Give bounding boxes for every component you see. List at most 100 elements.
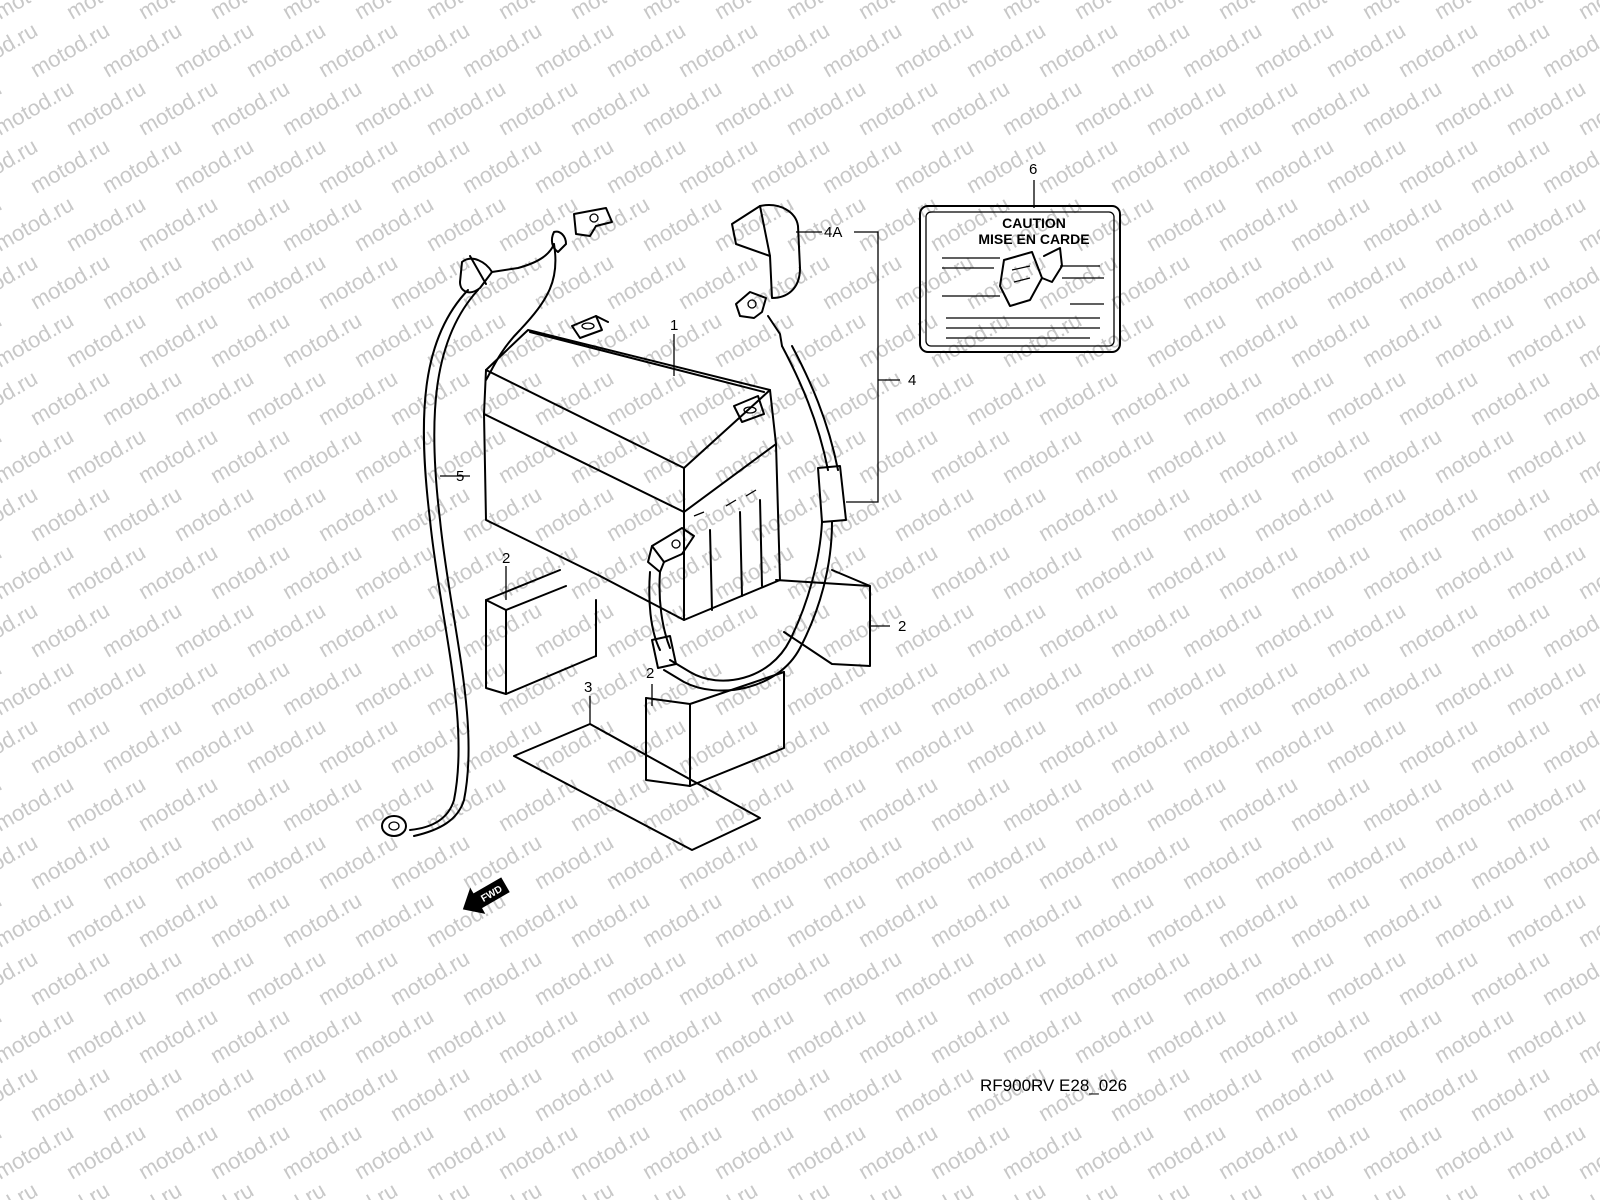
watermark-text: motod.ru (1538, 945, 1600, 1010)
watermark-text: motod.ru (422, 539, 510, 604)
watermark-text: motod.ru (890, 133, 978, 198)
watermark-text: motod.ru (350, 539, 438, 604)
watermark-text: motod.ru (242, 829, 330, 894)
watermark-text: motod.ru (1034, 829, 1122, 894)
watermark-text: motod.ru (998, 423, 1086, 488)
callout-terminal-cover: 4A (824, 224, 842, 241)
watermark-text: motod.ru (926, 75, 1014, 140)
watermark-text: motod.ru (422, 771, 510, 836)
watermark-text: motod.ru (890, 713, 978, 778)
watermark-text: motod.ru (62, 75, 150, 140)
watermark-text: motod.ru (638, 887, 726, 952)
watermark-text: motod.ru (1466, 597, 1554, 662)
watermark-text: motod.ru (1178, 597, 1266, 662)
watermark-text: motod.ru (206, 423, 294, 488)
watermark-text: motod.ru (602, 133, 690, 198)
watermark-text: motod.ru (530, 481, 618, 546)
watermark-text: motod.ru (98, 597, 186, 662)
watermark-text: motod.ru (854, 1003, 942, 1068)
watermark-text: motod.ru (242, 1061, 330, 1126)
watermark-text: motod.ru (314, 17, 402, 82)
watermark-text: motod.ru (458, 713, 546, 778)
watermark-text: motod.ru (1466, 17, 1554, 82)
watermark-text: motod.ru (1394, 1061, 1482, 1126)
watermark-text: motod.ru (458, 945, 546, 1010)
watermark-text: motod.ru (818, 133, 906, 198)
watermark-text: motod.ru (530, 17, 618, 82)
watermark-text: motod.ru (1322, 365, 1410, 430)
watermark-text: motod.ru (746, 829, 834, 894)
watermark-text: motod.ru (1106, 945, 1194, 1010)
watermark-text: motod.ru (998, 307, 1086, 372)
watermark-text: motod.ru (1394, 945, 1482, 1010)
watermark-text: motod.ru (26, 945, 114, 1010)
tray-drawing (513, 723, 761, 851)
watermark-text: motod.ru (134, 655, 222, 720)
watermark-text: motod.ru (98, 713, 186, 778)
watermark-text: motod.ru (854, 75, 942, 140)
callout-spacer-right: 2 (898, 618, 906, 635)
watermark-text: motod.ru (530, 829, 618, 894)
watermark-text: motod.ru (1142, 1003, 1230, 1068)
watermark-text: motod.ru (1214, 75, 1302, 140)
watermark-text: motod.ru (98, 481, 186, 546)
watermark-text: motod.ru (1502, 771, 1590, 836)
watermark-text: motod.ru (98, 829, 186, 894)
watermark-text: motod.ru (1322, 713, 1410, 778)
watermark-text: motod.ru (206, 1003, 294, 1068)
watermark-text: motod.ru (1250, 249, 1338, 314)
watermark-text: motod.ru (26, 481, 114, 546)
watermark-text: motod.ru (926, 423, 1014, 488)
watermark-text: motod.ru (278, 191, 366, 256)
watermark-text: motod.ru (98, 17, 186, 82)
watermark-text: motod.ru (26, 1061, 114, 1126)
watermark-text: motod.ru (1286, 539, 1374, 604)
watermark-text: motod.ru (1106, 17, 1194, 82)
watermark-text: motod.ru (278, 539, 366, 604)
watermark-text: motod.ru (1178, 945, 1266, 1010)
watermark-text: motod.ru (1286, 191, 1374, 256)
watermark-text: motod.ru (782, 307, 870, 372)
watermark-text: motod.ru (1394, 829, 1482, 894)
watermark-text: motod.ru (1250, 481, 1338, 546)
watermark-text: motod.ru (98, 365, 186, 430)
watermark-text: motod.ru (962, 829, 1050, 894)
watermark-text: motod.ru (422, 191, 510, 256)
watermark-text: motod.ru (26, 17, 114, 82)
watermark-text: motod.ru (242, 17, 330, 82)
watermark-text: motod.ru (1358, 1119, 1446, 1184)
watermark-text: motod.ru (26, 249, 114, 314)
watermark-text: motod.ru (206, 307, 294, 372)
watermark-text: motod.ru (638, 75, 726, 140)
watermark-text: motod.ru (1070, 423, 1158, 488)
watermark-text: motod.ru (1358, 887, 1446, 952)
watermark-text: motod.ru (1034, 365, 1122, 430)
watermark-text: motod.ru (494, 887, 582, 952)
watermark-text: motod.ru (1214, 887, 1302, 952)
figure-code: RF900RV E28_026 (980, 1076, 1128, 1095)
callout-tray: 3 (584, 679, 592, 696)
watermark-text: motod.ru (1538, 713, 1600, 778)
watermark-text: motod.ru (386, 713, 474, 778)
watermark-text: motod.ru (1178, 133, 1266, 198)
watermark-text: motod.ru (98, 133, 186, 198)
watermark-text: motod.ru (242, 365, 330, 430)
watermark-text: motod.ru (494, 1003, 582, 1068)
watermark-text: motod.ru (746, 597, 834, 662)
watermark-text: motod.ru (818, 945, 906, 1010)
watermark-text: motod.ru (134, 1119, 222, 1184)
watermark-text: motod.ru (1466, 945, 1554, 1010)
watermark-text: motod.ru (890, 365, 978, 430)
watermark-text: motod.ru (1430, 771, 1518, 836)
watermark-text: motod.ru (62, 771, 150, 836)
watermark-text: motod.ru (1142, 191, 1230, 256)
spacer-right-drawing (775, 569, 871, 667)
watermark-text: motod.ru (854, 191, 942, 256)
watermark-text: motod.ru (1322, 17, 1410, 82)
watermark-text: motod.ru (1430, 1003, 1518, 1068)
watermark-text: motod.ru (1538, 829, 1600, 894)
watermark-text: motod.ru (602, 597, 690, 662)
watermark-text: motod.ru (746, 17, 834, 82)
watermark-text: motod.ru (1430, 191, 1518, 256)
